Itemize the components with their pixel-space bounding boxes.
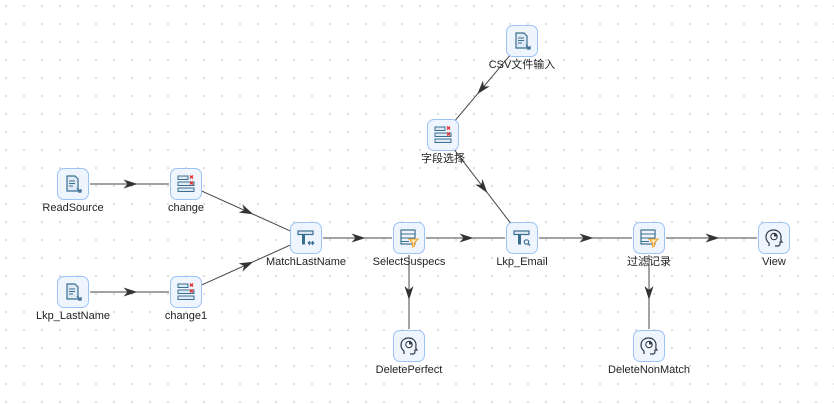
node-box[interactable] — [633, 222, 665, 254]
edge-FilterRecords-View[interactable] — [666, 233, 757, 243]
node-box[interactable] — [427, 119, 459, 151]
arrow-head-icon — [404, 286, 414, 300]
edge-ReadSource-change[interactable] — [90, 179, 169, 189]
arrow-head-icon — [579, 233, 594, 243]
dummy-head-icon — [763, 227, 785, 249]
edge-Lkp_LastName-change1[interactable] — [90, 287, 169, 297]
node-label: Lkp_LastName — [36, 310, 110, 322]
field-select-icon — [432, 124, 454, 146]
node-label: View — [762, 256, 786, 268]
node-box[interactable] — [393, 222, 425, 254]
arrow-head-icon — [705, 233, 720, 243]
node-box[interactable] — [633, 330, 665, 362]
field-select-icon — [175, 173, 197, 195]
node-box[interactable] — [506, 222, 538, 254]
arrow-head-icon — [477, 80, 490, 95]
node-box[interactable] — [758, 222, 790, 254]
node-label: change1 — [164, 310, 208, 322]
node-box[interactable] — [290, 222, 322, 254]
arrow-head-icon — [123, 287, 138, 297]
node-label: CSV文件输入 — [488, 59, 556, 71]
arrow-head-icon — [475, 179, 488, 193]
node-label: MatchLastName — [265, 256, 347, 268]
node-label: Lkp_Email — [496, 256, 548, 268]
arrow-head-icon — [123, 179, 138, 189]
node-box[interactable] — [57, 276, 89, 308]
node-box[interactable] — [170, 168, 202, 200]
node-label: DeleteNonMatch — [608, 364, 690, 376]
arrow-head-icon — [644, 286, 654, 300]
node-box[interactable] — [506, 25, 538, 57]
node-label: DeletePerfect — [375, 364, 443, 376]
arrow-head-icon — [459, 233, 474, 243]
edge-Lkp_Email-FilterRecords[interactable] — [539, 233, 632, 243]
node-label: 字段选择 — [421, 153, 465, 165]
arrow-head-icon — [351, 233, 366, 243]
node-box[interactable] — [57, 168, 89, 200]
fuzzy-match-icon — [295, 227, 317, 249]
dummy-head-icon — [398, 335, 420, 357]
node-label: change — [167, 202, 205, 214]
node-label: ReadSource — [42, 202, 104, 214]
filter-rows-icon — [398, 227, 420, 249]
filter-rows-icon — [638, 227, 660, 249]
node-label: 过滤记录 — [627, 256, 671, 268]
edge-MatchLastName-SelectSuspecs[interactable] — [323, 233, 392, 243]
file-input-icon — [511, 30, 533, 52]
node-label: SelectSuspecs — [372, 256, 446, 268]
field-select-icon — [175, 281, 197, 303]
edge-SelectSuspecs-Lkp_Email[interactable] — [426, 233, 505, 243]
lookup-icon — [511, 227, 533, 249]
node-box[interactable] — [170, 276, 202, 308]
file-input-icon — [62, 281, 84, 303]
dummy-head-icon — [638, 335, 660, 357]
file-input-icon — [62, 173, 84, 195]
node-box[interactable] — [393, 330, 425, 362]
